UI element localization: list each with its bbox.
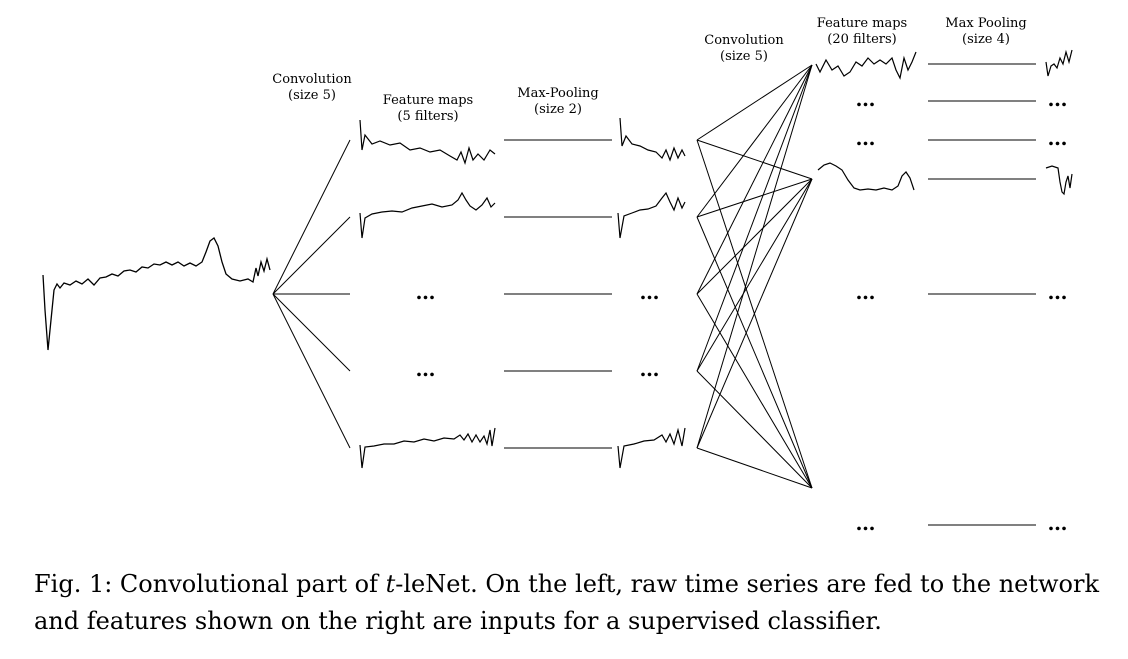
ellipsis-fmaps2-row3: … (855, 126, 879, 150)
conv1-connections (272, 139, 351, 449)
output-maps (1045, 49, 1073, 196)
fmaps2-count: (20 filters) (827, 32, 897, 47)
feature-map-2a (815, 51, 917, 80)
feature-map-1b (359, 191, 496, 239)
conv1-label: Convolution (size 5) (272, 72, 351, 104)
conv2-label: Convolution (size 5) (704, 33, 783, 65)
fmaps2-label: Feature maps (20 filters) (817, 16, 907, 48)
caption-model-t: t (385, 570, 396, 598)
fmaps2-title: Feature maps (816, 16, 908, 31)
ellipsis-output-row5: … (1047, 280, 1071, 304)
pooled-map-1e (617, 427, 686, 469)
output-map-a (1045, 49, 1073, 77)
pooled-maps-1 (617, 117, 686, 469)
fmaps1-title: Feature maps (382, 93, 474, 108)
caption-suffix: . On the left, raw time series are fed t… (34, 570, 1100, 635)
pooled-map-1a (619, 117, 686, 162)
fmaps1-count: (5 filters) (397, 109, 459, 124)
tlenet-architecture-diagram: Convolution (size 5) Feature maps (5 fil… (42, 16, 1073, 535)
pool2-label: Max Pooling (size 4) (945, 16, 1026, 48)
pool1-size: (size 2) (534, 102, 582, 117)
raw-time-series (42, 237, 271, 351)
ellipsis-fmaps2-row5: … (855, 280, 879, 304)
ellipsis-output-row2: … (1047, 87, 1071, 111)
pool1-connections (504, 139, 612, 449)
ellipsis-fmaps1-d: … (415, 357, 439, 381)
ellipsis-pooled1-d: … (639, 357, 663, 381)
conv1-size: (size 5) (288, 88, 336, 103)
feature-maps-2 (815, 51, 917, 191)
pool1-title: Max-Pooling (517, 86, 599, 101)
pool2-size: (size 4) (962, 32, 1010, 47)
conv2-title: Convolution (704, 33, 784, 48)
ellipsis-fmaps2-row2: … (855, 87, 879, 111)
pool1-label: Max-Pooling (size 2) (517, 86, 598, 118)
conv1-title: Convolution (272, 72, 352, 87)
ellipsis-pooled1-c: … (639, 280, 663, 304)
figure-caption: Fig. 1: Convolutional part of t-leNet. O… (34, 566, 1104, 640)
ellipsis-fmaps2-row6: … (855, 511, 879, 535)
feature-map-2b (817, 162, 915, 191)
pool2-title: Max Pooling (945, 16, 1027, 31)
output-map-b (1045, 165, 1073, 196)
caption-model-rest: -leNet (395, 570, 471, 598)
diagram-graphics (42, 49, 1073, 526)
fmaps1-label: Feature maps (5 filters) (383, 93, 473, 125)
feature-map-1e (359, 427, 496, 469)
conv2-size: (size 5) (720, 49, 768, 64)
caption-prefix: Fig. 1: Convolutional part of (34, 570, 386, 598)
conv2-connections (696, 64, 813, 489)
pooled-map-1b (617, 191, 686, 239)
ellipsis-output-row6: … (1047, 511, 1071, 535)
ellipsis-fmaps1-c: … (415, 280, 439, 304)
feature-map-1a (359, 119, 496, 165)
pool2-connections (928, 63, 1036, 526)
ellipsis-output-row3: … (1047, 126, 1071, 150)
feature-maps-1 (359, 119, 496, 469)
